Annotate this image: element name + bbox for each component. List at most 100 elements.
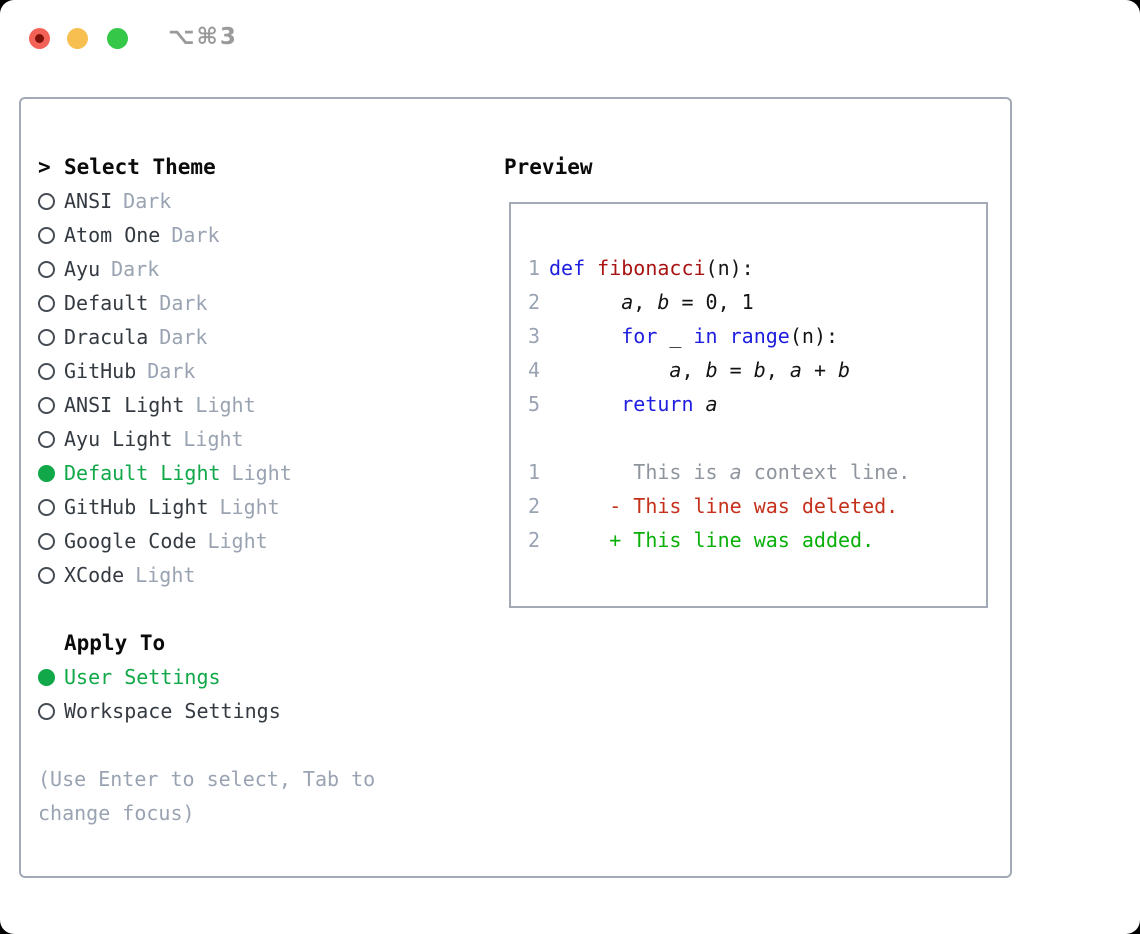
- preview-line: [527, 421, 986, 455]
- preview-line: 5 return a: [527, 387, 986, 421]
- line-number: 3: [527, 324, 540, 348]
- line-number: 2: [527, 494, 540, 518]
- theme-variant-label: Dark: [147, 359, 196, 383]
- theme-variant-label: Dark: [111, 257, 160, 281]
- theme-option[interactable]: Dracula Dark: [38, 320, 488, 354]
- theme-name: XCode: [64, 563, 125, 587]
- theme-name: ANSI: [64, 189, 113, 213]
- theme-variant-label: Dark: [171, 223, 220, 247]
- zoom-traffic-light-icon[interactable]: [107, 28, 128, 49]
- close-traffic-light-icon[interactable]: [29, 28, 50, 49]
- line-content: - This line was deleted.: [549, 494, 899, 518]
- theme-name: Default: [64, 291, 149, 315]
- line-content: a, b = b, a + b: [669, 358, 851, 382]
- radio-icon: [38, 226, 55, 244]
- theme-option[interactable]: ANSI Light Light: [38, 388, 488, 422]
- radio-icon: [38, 668, 55, 686]
- preview-line: 4 a, b = b, a + b: [527, 353, 986, 387]
- line-content: def fibonacci(n):: [549, 256, 754, 280]
- theme-option[interactable]: XCode Light: [38, 558, 488, 592]
- theme-variant-label: Light: [183, 427, 244, 451]
- line-content: This is a context line.: [549, 460, 911, 484]
- theme-picker-panel: > Select Theme ANSI Dark Atom One Dark A…: [19, 97, 1012, 878]
- theme-name: ANSI Light: [64, 393, 185, 417]
- apply-to-options-list: User Settings Workspace Settings: [38, 660, 488, 728]
- theme-name: Google Code: [64, 529, 197, 553]
- theme-name: GitHub: [64, 359, 137, 383]
- theme-option[interactable]: Default Dark: [38, 286, 488, 320]
- theme-option[interactable]: Default Light Light: [38, 456, 488, 490]
- theme-option[interactable]: Google Code Light: [38, 524, 488, 558]
- radio-icon: [38, 430, 55, 448]
- radio-icon: [38, 464, 55, 482]
- radio-icon: [38, 498, 55, 516]
- line-content: for _ in range(n):: [621, 324, 839, 348]
- radio-icon: [38, 260, 55, 278]
- theme-variant-label: Dark: [159, 325, 208, 349]
- theme-variant-label: Light: [219, 495, 280, 519]
- titlebar: ⌥⌘3: [0, 0, 1140, 70]
- line-content: return a: [621, 392, 718, 416]
- line-number: 5: [527, 392, 540, 416]
- radio-icon: [38, 396, 55, 414]
- radio-icon: [38, 362, 55, 380]
- line-number: 2: [527, 528, 540, 552]
- code-preview-box: 1 def fibonacci(n): 2 a, b = 0, 1 3 for …: [509, 202, 988, 608]
- theme-name: Atom One: [64, 223, 161, 247]
- radio-icon: [38, 566, 55, 584]
- code-preview-lines: 1 def fibonacci(n): 2 a, b = 0, 1 3 for …: [527, 251, 986, 557]
- window-title-shortcut: ⌥⌘3: [168, 24, 238, 50]
- line-number: 1: [527, 256, 540, 280]
- preview-line: 1 This is a context line.: [527, 455, 986, 489]
- line-number: 2: [527, 290, 540, 314]
- spacer: [38, 592, 488, 626]
- theme-name: Dracula: [64, 325, 149, 349]
- radio-icon: [38, 328, 55, 346]
- line-number: 4: [527, 358, 540, 382]
- apply-to-header-row: Apply To: [38, 626, 488, 660]
- radio-icon: [38, 192, 55, 210]
- preview-line: 3 for _ in range(n):: [527, 319, 986, 353]
- theme-variant-label: Dark: [159, 291, 208, 315]
- apply-to-option[interactable]: User Settings: [38, 660, 488, 694]
- theme-option[interactable]: Ayu Dark: [38, 252, 488, 286]
- selection-cursor: >: [38, 155, 51, 179]
- radio-icon: [38, 294, 55, 312]
- theme-name: Default Light: [64, 461, 221, 485]
- select-theme-header: Select Theme: [64, 155, 216, 179]
- theme-option[interactable]: GitHub Light Light: [38, 490, 488, 524]
- spacer: [38, 728, 488, 762]
- radio-icon: [38, 702, 55, 720]
- preview-line: 2 + This line was added.: [527, 523, 986, 557]
- theme-variant-label: Light: [135, 563, 196, 587]
- preview-header: Preview: [504, 155, 593, 179]
- line-number: 1: [527, 460, 540, 484]
- apply-to-header: Apply To: [64, 631, 166, 655]
- apply-to-option-label: Workspace Settings: [64, 699, 281, 723]
- line-content: + This line was added.: [549, 528, 875, 552]
- theme-options-list: ANSI Dark Atom One Dark Ayu Dark Default…: [38, 184, 488, 592]
- theme-variant-label: Light: [231, 461, 292, 485]
- theme-option[interactable]: Ayu Light Light: [38, 422, 488, 456]
- select-theme-header-row: > Select Theme: [38, 150, 488, 184]
- minimize-traffic-light-icon[interactable]: [67, 28, 88, 49]
- theme-option[interactable]: GitHub Dark: [38, 354, 488, 388]
- apply-to-option[interactable]: Workspace Settings: [38, 694, 488, 728]
- theme-name: GitHub Light: [64, 495, 209, 519]
- keyboard-hint: (Use Enter to select, Tab to change focu…: [38, 767, 376, 825]
- preview-line: 2 a, b = 0, 1: [527, 285, 986, 319]
- theme-variant-label: Light: [207, 529, 268, 553]
- line-number: [527, 421, 540, 455]
- apply-to-option-label: User Settings: [64, 665, 221, 689]
- theme-variant-label: Light: [195, 393, 256, 417]
- radio-icon: [38, 532, 55, 550]
- preview-line: 1 def fibonacci(n):: [527, 251, 986, 285]
- theme-name: Ayu: [64, 257, 101, 281]
- preview-line: 2 - This line was deleted.: [527, 489, 986, 523]
- theme-name: Ayu Light: [64, 427, 173, 451]
- theme-option[interactable]: ANSI Dark: [38, 184, 488, 218]
- theme-option[interactable]: Atom One Dark: [38, 218, 488, 252]
- theme-variant-label: Dark: [123, 189, 172, 213]
